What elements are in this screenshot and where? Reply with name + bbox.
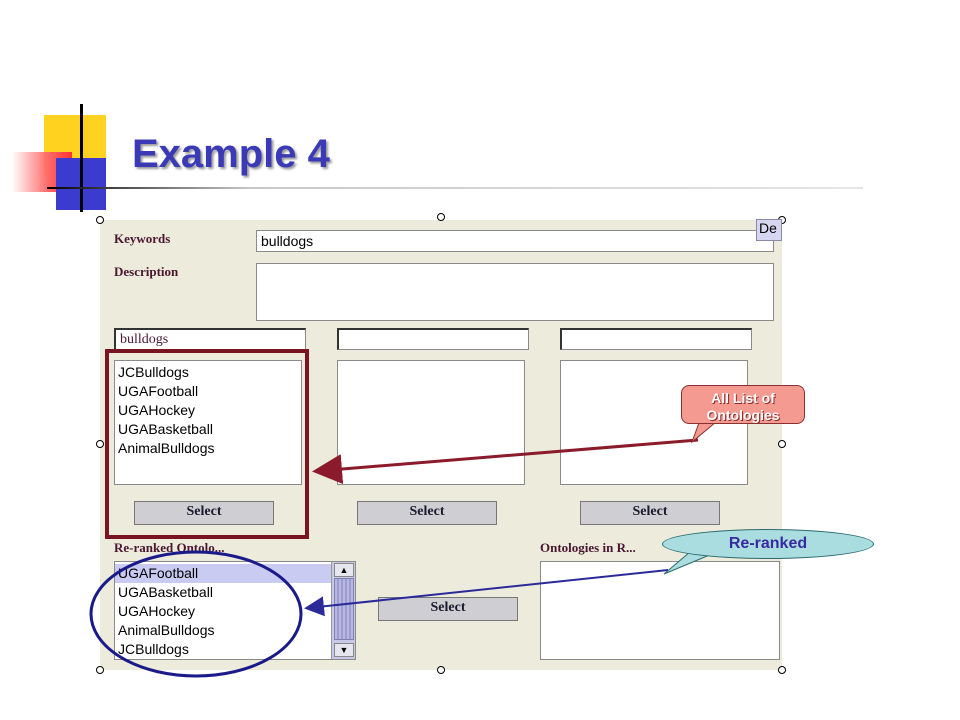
arrow-to-reranked — [304, 569, 669, 617]
selection-handle[interactable] — [96, 440, 104, 448]
reranked-list[interactable]: UGAFootball UGABasketball UGAHockey Anim… — [114, 561, 356, 660]
select-button-3[interactable]: Select — [580, 501, 720, 525]
description-label: Description — [114, 264, 179, 279]
keywords-label: Keywords — [114, 231, 171, 246]
select-button-2[interactable]: Select — [357, 501, 497, 525]
selection-handle[interactable] — [778, 440, 786, 448]
search-field-3[interactable] — [560, 328, 752, 350]
callout-text-line2: Ontologies — [706, 407, 780, 423]
selection-handle[interactable] — [778, 666, 786, 674]
description-textarea[interactable] — [256, 263, 774, 321]
list-item[interactable]: UGAFootball — [115, 564, 331, 583]
scroll-up-icon[interactable]: ▲ — [334, 563, 354, 577]
selection-handle[interactable] — [96, 666, 104, 674]
ontology-list-1[interactable]: JCBulldogs UGAFootball UGAHockey UGABask… — [114, 360, 302, 485]
selection-handle[interactable] — [96, 216, 104, 224]
decor-horizontal-line — [47, 187, 863, 189]
all-list-callout: All List of Ontologies — [681, 385, 805, 424]
list-item[interactable]: JCBulldogs — [118, 364, 189, 380]
ontology-list-2[interactable] — [337, 360, 525, 485]
search-field-2[interactable] — [337, 328, 529, 350]
list-item[interactable]: UGAHockey — [118, 402, 196, 418]
callout-text-line1: All List of — [711, 390, 775, 406]
list-item[interactable]: UGAHockey — [118, 603, 196, 619]
highlight-circle — [89, 550, 303, 678]
list-item[interactable]: JCBulldogs — [118, 641, 189, 657]
keywords-input[interactable]: bulldogs — [256, 230, 774, 252]
list-item[interactable]: UGABasketball — [118, 421, 213, 437]
ontologies-in-list[interactable] — [540, 561, 780, 660]
arrow-to-list — [312, 438, 699, 484]
highlight-box — [105, 349, 309, 539]
de-button[interactable]: De — [756, 219, 782, 241]
selection-handle[interactable] — [437, 666, 445, 674]
list-item[interactable]: AnimalBulldogs — [118, 622, 215, 638]
list-item[interactable]: UGAFootball — [118, 383, 199, 399]
scroll-thumb[interactable] — [334, 578, 354, 640]
list-item[interactable]: UGABasketball — [118, 584, 213, 600]
slide-title: Example 4 — [132, 132, 330, 176]
select-button-1[interactable]: Select — [134, 501, 274, 525]
scrollbar[interactable]: ▲ ▼ — [331, 562, 355, 659]
decor-vertical-line — [80, 104, 83, 212]
scroll-down-icon[interactable]: ▼ — [334, 643, 354, 657]
selection-handle[interactable] — [437, 213, 445, 221]
search-field-1[interactable]: bulldogs — [114, 328, 306, 350]
ontologies-in-label: Ontologies in R... — [540, 540, 636, 555]
list-item[interactable]: AnimalBulldogs — [118, 440, 215, 456]
reranked-callout: Re-ranked — [662, 529, 874, 559]
select-button-4[interactable]: Select — [378, 597, 518, 621]
